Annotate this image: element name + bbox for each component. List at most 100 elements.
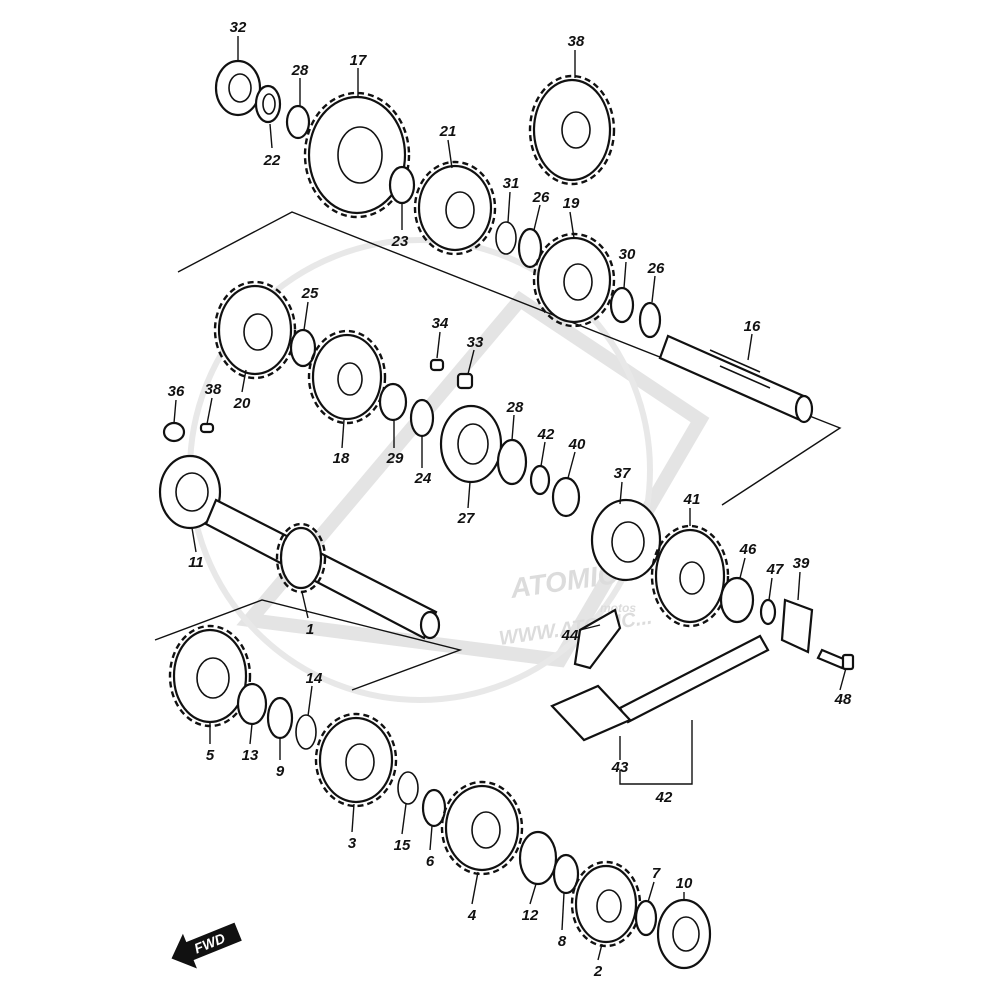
callout-4: 4	[467, 907, 477, 924]
washer-24	[409, 398, 435, 438]
bolt-35	[429, 358, 445, 372]
callout-30: 29	[386, 450, 404, 467]
callout-1: 1	[306, 621, 314, 638]
retainer-36	[162, 421, 186, 443]
washer-48	[759, 598, 777, 626]
callout-3: 3	[348, 835, 357, 852]
bearing-12	[518, 830, 558, 886]
callout-34: 33	[467, 334, 484, 351]
callout-39: 38	[568, 33, 585, 50]
callout-22: 22	[263, 152, 281, 169]
joint-44	[550, 684, 632, 742]
callout-44: 43	[611, 759, 629, 776]
callout-9: 9	[276, 763, 285, 780]
circlip-15	[397, 771, 419, 805]
callout-23: 23	[391, 233, 409, 250]
callout-35: 34	[432, 315, 449, 332]
callout-14: 14	[306, 670, 323, 687]
bushing-29	[285, 104, 311, 140]
callout-45: 44	[561, 627, 579, 644]
callout-31: 30	[619, 246, 636, 263]
callout-42: 40	[568, 436, 586, 453]
bearing-11	[158, 454, 222, 530]
callout-19: 19	[563, 195, 580, 212]
callout-46: 42	[537, 426, 555, 443]
callout-24: 24	[414, 470, 432, 487]
leader-lines	[173, 36, 847, 961]
gear-17	[303, 91, 411, 219]
plate-40	[780, 598, 814, 654]
callout-43: 42	[655, 789, 673, 806]
callout-29: 28	[291, 62, 309, 79]
circlip-14	[295, 714, 317, 750]
callout-32: 31	[503, 175, 520, 192]
guide-45	[573, 608, 622, 670]
bushing-13	[236, 682, 268, 726]
shaft-1	[204, 498, 441, 640]
spacer-42	[551, 476, 581, 518]
callout-18: 18	[333, 450, 350, 467]
gear-21	[413, 160, 497, 256]
bearing-10	[656, 898, 712, 970]
plate-34	[456, 372, 474, 390]
callout-15: 15	[394, 837, 411, 854]
washer-25	[289, 328, 317, 368]
callout-48: 47	[766, 561, 784, 578]
callout-13: 13	[242, 747, 259, 764]
gear-5	[168, 624, 252, 728]
callout-7: 7	[652, 865, 661, 882]
callout-49: 48	[834, 691, 852, 708]
watermark-subtitle: motos	[600, 601, 636, 615]
callout-2: 2	[593, 963, 603, 980]
chain-43	[618, 634, 770, 724]
gear-4	[440, 780, 524, 876]
callout-numbers: 32 28 17 22 38 21 23 31 26 19 30 26 16 2…	[168, 19, 852, 980]
washer-26-upper	[517, 227, 543, 269]
callout-26-lower: 26	[647, 260, 665, 277]
callout-16: 16	[744, 318, 761, 335]
sprocket-41	[650, 524, 730, 628]
callout-36: 36	[168, 383, 185, 400]
circlip-32	[495, 221, 517, 255]
bolt-49	[816, 648, 855, 671]
washer-47	[719, 576, 755, 624]
callout-33: 32	[230, 19, 247, 36]
callout-27: 27	[457, 510, 475, 527]
screw-38	[199, 422, 215, 434]
callout-20: 20	[233, 395, 251, 412]
callout-6: 6	[426, 853, 435, 870]
bearing-33	[214, 59, 262, 117]
gear-39	[528, 74, 616, 186]
gear-2	[570, 860, 642, 948]
bearing-27	[439, 404, 503, 484]
washer-8	[552, 853, 580, 895]
callout-17: 17	[350, 52, 367, 69]
callout-5: 5	[206, 747, 215, 764]
callout-21: 21	[439, 123, 457, 140]
washer-22	[254, 84, 282, 124]
washer-26-lower	[638, 301, 662, 339]
callout-11: 11	[188, 554, 204, 571]
callout-25: 25	[301, 285, 319, 302]
washer-9	[266, 696, 294, 740]
gear-3	[314, 712, 398, 808]
washer-23	[388, 165, 416, 205]
gear-20	[213, 280, 297, 380]
gear-18	[307, 329, 387, 425]
callout-47: 46	[739, 541, 757, 558]
driveshaft-frame	[154, 599, 463, 691]
callout-10: 10	[676, 875, 693, 892]
callout-28: 28	[506, 399, 524, 416]
bushing-30	[378, 382, 408, 422]
seal-28	[496, 438, 528, 486]
oring-46	[529, 464, 551, 496]
callout-8: 8	[558, 933, 567, 950]
callout-26-upper: 26	[532, 189, 550, 206]
bushing-31	[609, 286, 635, 324]
callout-40: 39	[793, 555, 810, 572]
callout-37: 37	[614, 465, 631, 482]
callout-38: 38	[205, 381, 222, 398]
countershaft-16	[658, 334, 814, 424]
